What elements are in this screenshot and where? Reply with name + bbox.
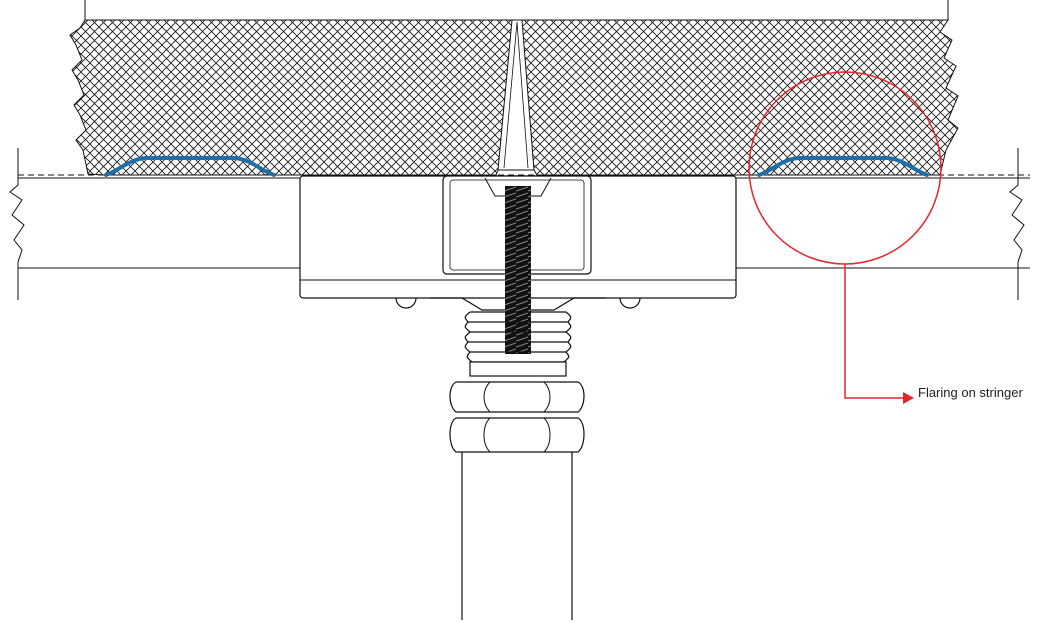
- arrow-right-icon: [903, 392, 914, 404]
- threaded-rod: [505, 186, 531, 354]
- floor-panel: [69, 0, 959, 176]
- leader-line: [844, 264, 903, 399]
- callout-label: Flaring on stringer: [918, 385, 1023, 400]
- callout: [748, 71, 942, 404]
- gaskets: [104, 156, 929, 177]
- pedestal-column: [461, 452, 573, 620]
- hex-nuts: [449, 381, 585, 453]
- thread-sleeve: [464, 311, 572, 377]
